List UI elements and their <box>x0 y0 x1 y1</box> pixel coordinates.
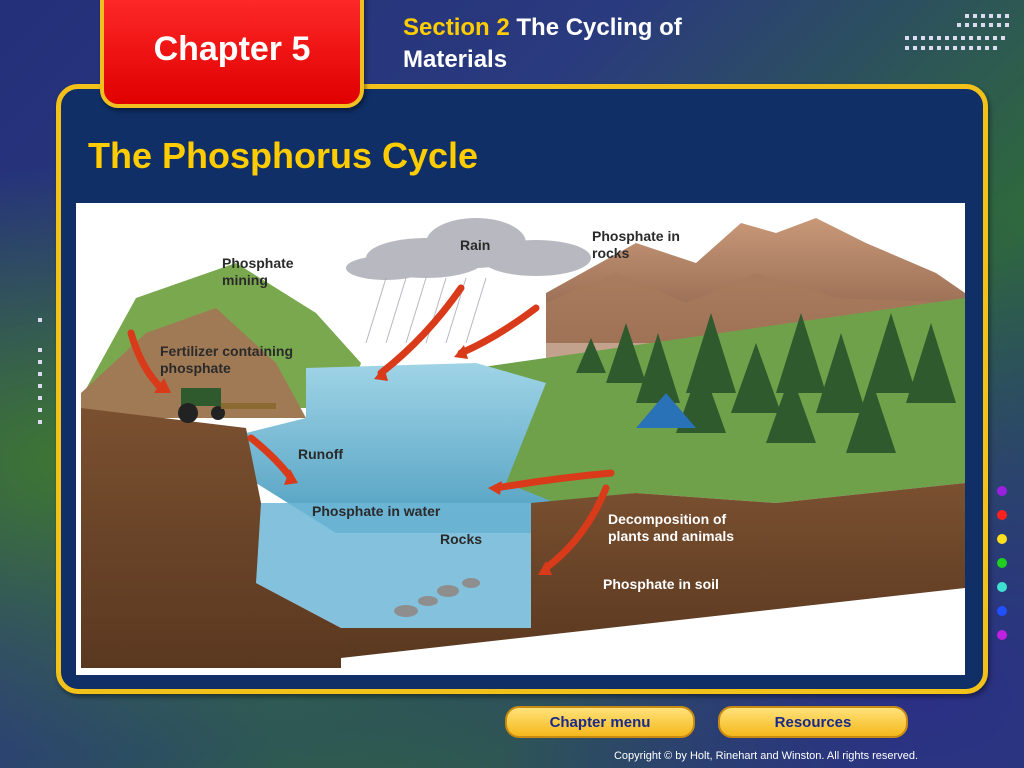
copyright-text: Copyright © by Holt, Rinehart and Winsto… <box>613 750 918 762</box>
arrow-mining-to-fertilizer <box>127 329 165 392</box>
side-dot <box>997 486 1007 496</box>
chapter-menu-button[interactable]: Chapter menu <box>505 706 695 738</box>
left-soil-block <box>81 408 341 668</box>
side-dot <box>997 510 1007 520</box>
lake-cross-section <box>256 503 531 628</box>
section-prefix: Section 2 <box>403 14 510 41</box>
lake-surface <box>226 363 556 533</box>
arrow-decomposition-to-soil <box>542 484 610 572</box>
landscape-illustration <box>81 218 965 668</box>
arrow-heads <box>154 345 552 575</box>
section-title: The Cycling of Materials <box>403 14 682 73</box>
side-dot <box>997 630 1007 640</box>
rain-cloud <box>346 218 591 280</box>
label-decomposition: Decomposition of plants and animals <box>608 511 735 544</box>
side-dot <box>997 582 1007 592</box>
label-phosphate-in-soil: Phosphate in soil <box>603 576 719 592</box>
tractor <box>178 388 276 423</box>
label-phosphate-in-water: Phosphate in water <box>312 503 441 519</box>
arrow-rain-to-lake <box>377 284 465 377</box>
chapter-label: Chapter 5 <box>153 29 311 68</box>
slide-title: The Phosphorus Cycle <box>88 135 479 176</box>
label-runoff: Runoff <box>298 446 344 462</box>
label-fertilizer: Fertilizer containing phosphate <box>160 343 294 376</box>
farm-field <box>81 308 306 418</box>
side-dot <box>997 606 1007 616</box>
chapter-tab: Chapter 5 <box>100 0 364 108</box>
forest <box>576 313 956 453</box>
section-heading: Section 2 The Cycling of Materials <box>403 12 763 76</box>
label-phosphate-mining: Phosphate mining <box>222 255 294 288</box>
lake-rocks <box>394 578 480 617</box>
side-dot <box>997 558 1007 568</box>
tent <box>636 393 696 428</box>
phosphorus-cycle-illustration: Phosphate mining Rain Phosphate in rocks… <box>76 203 965 675</box>
label-rain: Rain <box>460 237 491 253</box>
arrow-to-water <box>492 469 615 492</box>
right-soil-block <box>341 483 965 658</box>
arrow-rocks-to-lake <box>457 304 540 357</box>
resources-button[interactable]: Resources <box>718 706 908 738</box>
label-phosphate-in-rocks: Phosphate in rocks <box>592 228 680 261</box>
side-color-dots <box>997 486 1007 654</box>
side-dot <box>997 534 1007 544</box>
label-rocks: Rocks <box>440 531 483 547</box>
